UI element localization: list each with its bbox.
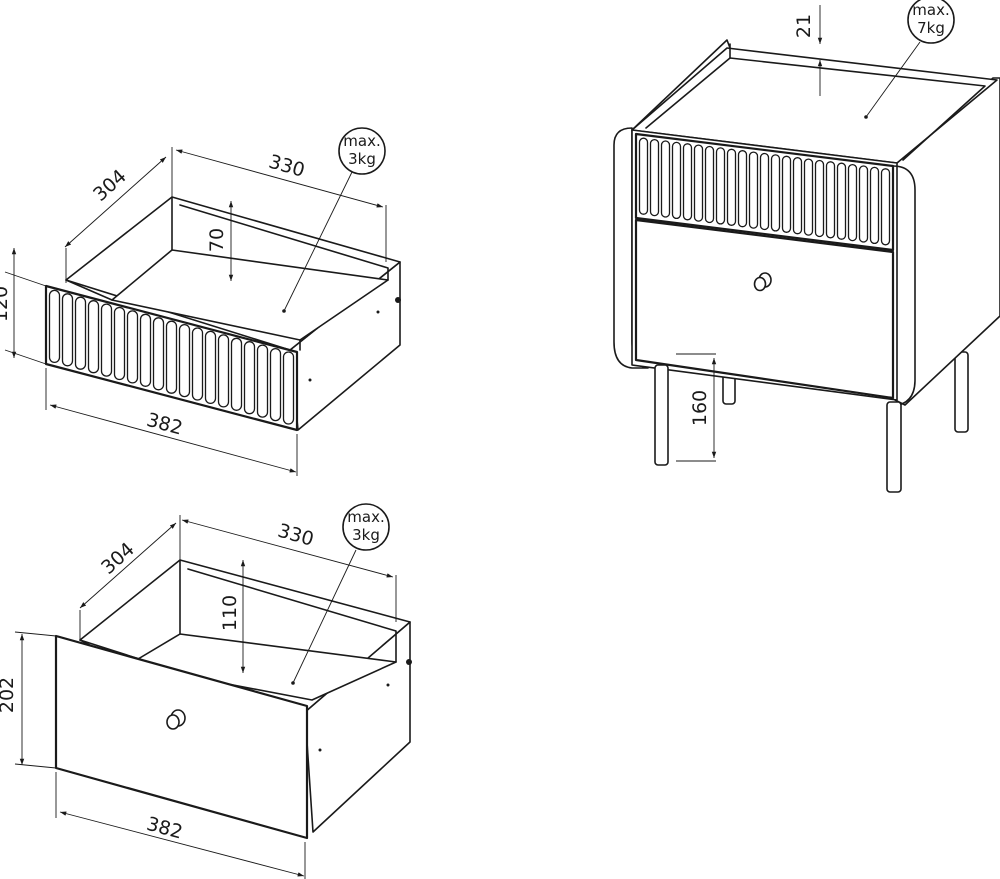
flute xyxy=(858,165,869,243)
flute xyxy=(191,327,204,401)
flute xyxy=(217,334,230,408)
flute xyxy=(781,155,792,233)
flute xyxy=(74,296,87,370)
flute xyxy=(61,293,74,367)
plain-drawer-front-width-label: 382 xyxy=(144,813,185,844)
flute xyxy=(638,137,649,215)
fluted-drawer-width-label: 330 xyxy=(266,151,307,182)
flute xyxy=(759,152,770,231)
flute xyxy=(803,158,814,236)
flute xyxy=(880,168,891,246)
nightstand-leg-front-right xyxy=(886,401,902,493)
flute xyxy=(256,344,269,418)
flute xyxy=(87,300,100,374)
fluted-drawer-flutes xyxy=(48,289,295,425)
flute xyxy=(726,148,737,226)
flute xyxy=(825,161,836,239)
flute xyxy=(737,150,748,228)
flute xyxy=(48,289,61,364)
flute xyxy=(113,306,126,381)
flute xyxy=(704,145,715,224)
fluted-drawer-load-line2: 3kg xyxy=(348,150,376,168)
flute xyxy=(230,337,243,411)
nightstand-load-line2: 7kg xyxy=(917,19,945,37)
fluted-drawer-front-height-label: 120 xyxy=(0,286,12,322)
plain-drawer-load-badge xyxy=(342,503,390,551)
plain-drawer-front-height-label: 202 xyxy=(0,677,18,713)
fluted-drawer-inner-height-label: 70 xyxy=(206,228,228,252)
fluted-drawer-front-width-label: 382 xyxy=(144,409,185,440)
flute xyxy=(204,330,217,405)
flute xyxy=(660,140,671,218)
nightstand-load-line1: max. xyxy=(912,1,949,19)
nightstand-flutes xyxy=(638,137,891,246)
nightstand-leg-height-label: 160 xyxy=(689,390,711,426)
flute xyxy=(649,138,660,217)
flute xyxy=(869,166,880,245)
plain-drawer-inner-height-label: 110 xyxy=(219,595,241,631)
nightstand-lower-drawer-front xyxy=(634,218,895,400)
fluted-drawer-load-badge xyxy=(338,127,386,175)
nightstand-load-badge xyxy=(907,0,955,44)
plain-drawer-width-label: 330 xyxy=(275,520,316,551)
flute xyxy=(282,351,295,425)
flute xyxy=(269,347,282,422)
nightstand: max. 7kg 21 160 xyxy=(613,0,1000,493)
flute xyxy=(671,141,682,220)
flute xyxy=(693,144,704,222)
flute xyxy=(165,320,178,394)
flute xyxy=(836,162,847,240)
flute xyxy=(100,303,113,377)
nightstand-rim-height-label: 21 xyxy=(793,14,815,38)
fluted-drawer-depth-label: 304 xyxy=(89,165,131,206)
flute xyxy=(792,157,803,235)
nightstand-knob xyxy=(753,272,772,292)
plain-drawer-depth-label: 304 xyxy=(97,538,139,579)
flute xyxy=(243,341,256,415)
flute xyxy=(178,323,191,398)
plain-drawer: max. 3kg 304 330 110 202 382 xyxy=(0,503,412,879)
fluted-drawer-load-line1: max. xyxy=(343,132,380,150)
nightstand-leg-front-left xyxy=(654,364,669,466)
flute xyxy=(748,151,759,229)
plain-drawer-front xyxy=(54,634,309,840)
flute xyxy=(814,159,825,238)
flute xyxy=(847,163,858,242)
plain-drawer-knob xyxy=(166,709,186,730)
plain-drawer-load-line1: max. xyxy=(347,508,384,526)
flute xyxy=(715,147,726,225)
flute xyxy=(770,154,781,232)
flute xyxy=(682,143,693,221)
flute xyxy=(152,317,165,391)
flute xyxy=(139,313,152,387)
flute xyxy=(126,310,139,384)
nightstand-leg-back-right xyxy=(954,351,969,433)
fluted-drawer: max. 3kg 304 330 70 120 382 xyxy=(0,127,401,476)
plain-drawer-load-line2: 3kg xyxy=(352,526,380,544)
